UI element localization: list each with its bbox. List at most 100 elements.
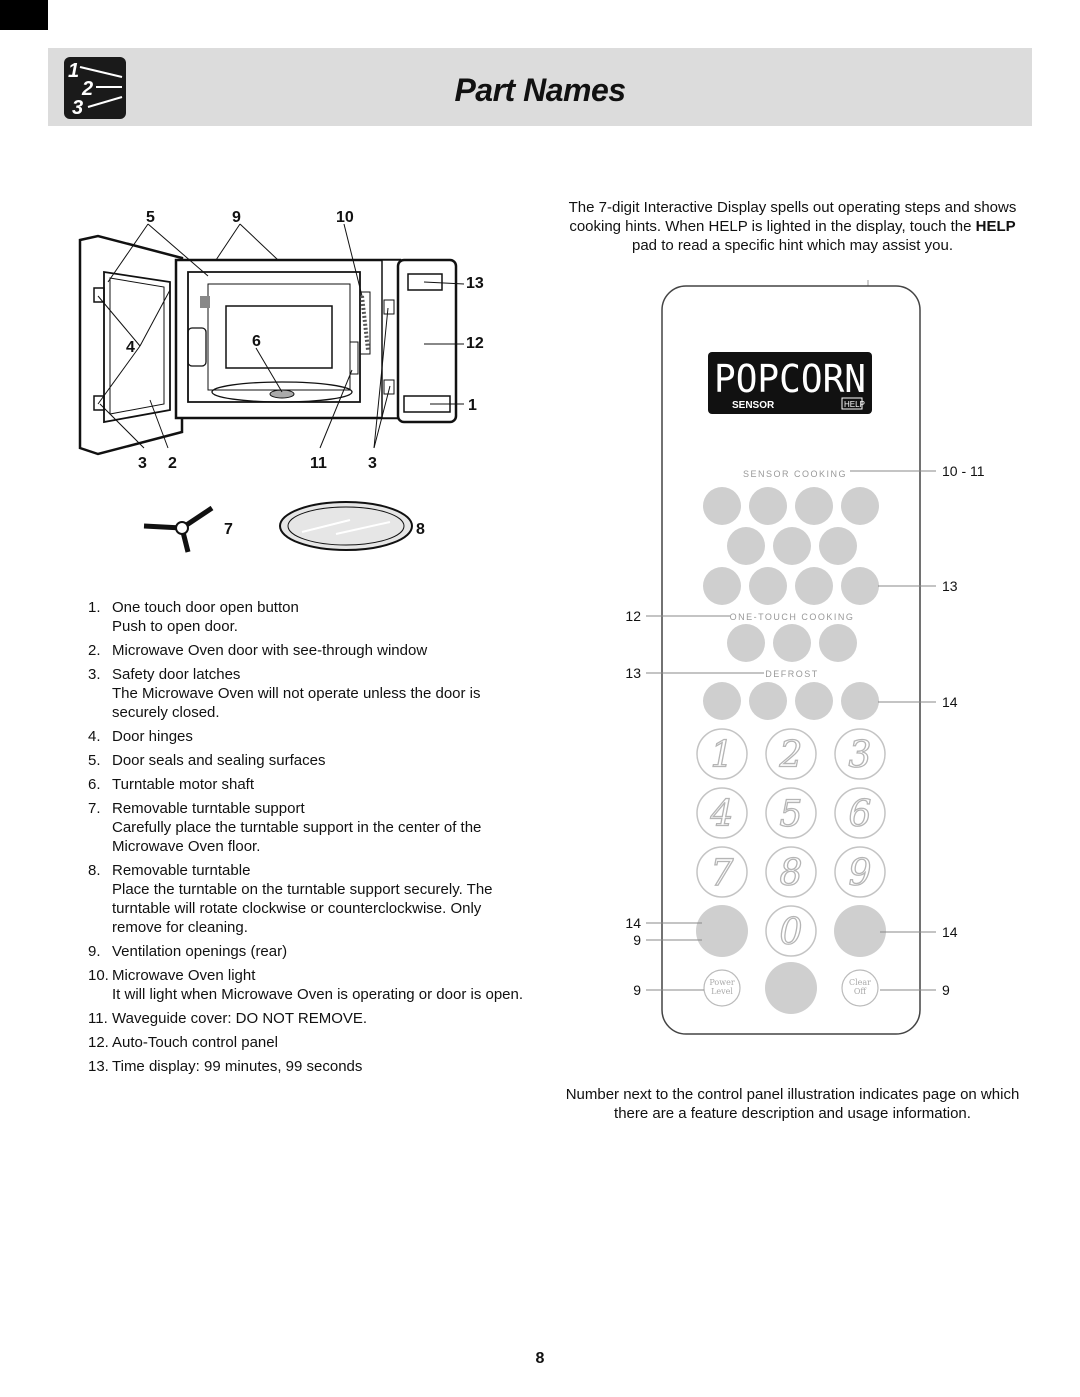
- number-pad-2: 2: [765, 728, 817, 780]
- part-item: 4. Door hinges: [88, 727, 528, 746]
- callout-14-right-a: 14: [942, 694, 958, 710]
- clear-off-pad: Clear Off: [841, 969, 879, 1007]
- number-pad-4: 4: [696, 787, 748, 839]
- oven-label-6: 6: [252, 333, 261, 350]
- oven-label-4: 4: [126, 339, 135, 356]
- svg-text:1: 1: [68, 60, 79, 82]
- part-description: Push to open door.: [112, 618, 238, 635]
- svg-text:ONE-TOUCH COOKING: ONE-TOUCH COOKING: [730, 612, 855, 622]
- oven-label-3: 3: [138, 455, 147, 472]
- number-pad-digit: 7: [711, 853, 734, 894]
- part-item: 13.Time display: 99 minutes, 99 seconds: [88, 1057, 528, 1076]
- control-panel-diagram: POPCORN SENSOR HELP SENSOR COOKING ONE-T…: [625, 280, 985, 1035]
- part-name: Microwave Oven light: [112, 967, 256, 984]
- number-pad-digit: 0: [780, 912, 803, 953]
- part-number: 2.: [88, 642, 101, 659]
- part-name: Safety door latches: [112, 666, 241, 683]
- part-number: 12.: [88, 1034, 109, 1051]
- turntable-illustration: [279, 501, 413, 551]
- number-pad-1: 1: [696, 728, 748, 780]
- part-item: 9. Ventilation openings (rear): [88, 942, 528, 961]
- part-item: 10.Microwave Oven light It will light whe…: [88, 966, 528, 1004]
- panel-footnote: Number next to the control panel illustr…: [565, 1086, 1020, 1122]
- numbered-list-icon: 1 2 3: [64, 57, 126, 119]
- turntable-support-illustration: [143, 505, 214, 553]
- power-level-pad: Power Level: [703, 969, 741, 1007]
- part-number: 7.: [88, 800, 101, 817]
- part-description: It will light when Microwave Oven is ope…: [112, 986, 524, 1003]
- part-name: Removable turntable: [112, 862, 251, 879]
- page-title: Part Names: [454, 72, 626, 108]
- page-number: 8: [535, 1350, 545, 1367]
- part-item: 12.Auto-Touch control panel: [88, 1033, 528, 1052]
- time-display: POPCORN SENSOR HELP: [708, 352, 872, 414]
- number-pad-6: 6: [834, 787, 886, 839]
- svg-text:Power: Power: [709, 978, 734, 987]
- callout-14-right-b: 14: [942, 924, 958, 940]
- svg-text:Off: Off: [854, 987, 868, 996]
- part-number: 6.: [88, 776, 101, 793]
- number-pad-digit: 2: [779, 735, 803, 776]
- section-header: 1 2 3 Part Names: [48, 48, 1032, 126]
- part-name: Microwave Oven door with see-through win…: [112, 642, 428, 659]
- part-name: Removable turntable support: [112, 800, 305, 817]
- oven-label-11: 11: [310, 455, 327, 472]
- part-description: Carefully place the turntable support in…: [112, 819, 482, 855]
- part-name: Waveguide cover: DO NOT REMOVE.: [112, 1010, 368, 1027]
- part-number: 3.: [88, 666, 101, 683]
- callout-10-11: 10 - 11: [942, 463, 985, 479]
- corner-tab: [0, 0, 48, 30]
- part-description: The Microwave Oven will not operate unle…: [112, 685, 481, 721]
- callout-14-left: 14: [625, 915, 641, 931]
- part-number: 9.: [88, 943, 101, 960]
- part-name: Door hinges: [112, 728, 193, 745]
- callout-13-left: 13: [625, 665, 641, 681]
- oven-label-3b: 3: [368, 455, 377, 472]
- svg-text:3: 3: [72, 97, 83, 119]
- part-name: Ventilation openings (rear): [112, 943, 288, 960]
- number-pad-digit: 6: [849, 794, 872, 835]
- part-number: 1.: [88, 599, 101, 616]
- part-name: One touch door open button: [112, 599, 299, 616]
- part-number: 10.: [88, 967, 109, 984]
- microwave-oven-diagram: 5 9 10 4 6 13 12 1 3 2 11 3 7 8: [78, 209, 484, 553]
- oven-label-2: 2: [168, 455, 177, 472]
- callout-13-right: 13: [942, 578, 958, 594]
- callout-9-left-a: 9: [633, 932, 641, 948]
- oven-label-8: 8: [416, 521, 425, 538]
- svg-text:Clear: Clear: [849, 978, 871, 987]
- number-pad-digit: 3: [849, 735, 872, 776]
- oven-label-10: 10: [336, 209, 354, 226]
- part-item: 5.Door seals and sealing surfaces: [88, 751, 528, 770]
- help-keyword: HELP: [975, 218, 1016, 235]
- display-intro-text: The 7-digit Interactive Display spells o…: [568, 199, 1017, 254]
- svg-text:2: 2: [81, 78, 93, 100]
- number-pad-digit: 4: [710, 794, 734, 835]
- svg-text:HELP: HELP: [844, 400, 865, 409]
- callout-9-left-b: 9: [633, 982, 641, 998]
- callout-12-left: 12: [625, 608, 641, 624]
- number-pad-0: 0: [765, 905, 817, 957]
- part-number: 8.: [88, 862, 101, 879]
- part-item: 6.Turntable motor shaft: [88, 775, 528, 794]
- svg-text:SENSOR COOKING: SENSOR COOKING: [743, 469, 847, 479]
- oven-label-7: 7: [224, 521, 233, 538]
- part-number: 5.: [88, 752, 101, 769]
- callout-9-right: 9: [942, 982, 950, 998]
- svg-text:Level: Level: [711, 987, 733, 996]
- number-pad-9: 9: [834, 846, 886, 898]
- number-pad-5: 5: [765, 787, 817, 839]
- function-pads: [696, 487, 886, 1014]
- svg-text:DEFROST: DEFROST: [765, 669, 819, 679]
- svg-text:POPCORN: POPCORN: [714, 357, 866, 401]
- oven-label-13: 13: [466, 275, 484, 292]
- part-name: Time display: 99 minutes, 99 seconds: [112, 1058, 363, 1075]
- part-number: 4.: [88, 728, 101, 745]
- number-pad-digit: 1: [711, 735, 734, 776]
- number-pad-3: 3: [834, 728, 886, 780]
- part-name: Auto-Touch control panel: [112, 1034, 278, 1051]
